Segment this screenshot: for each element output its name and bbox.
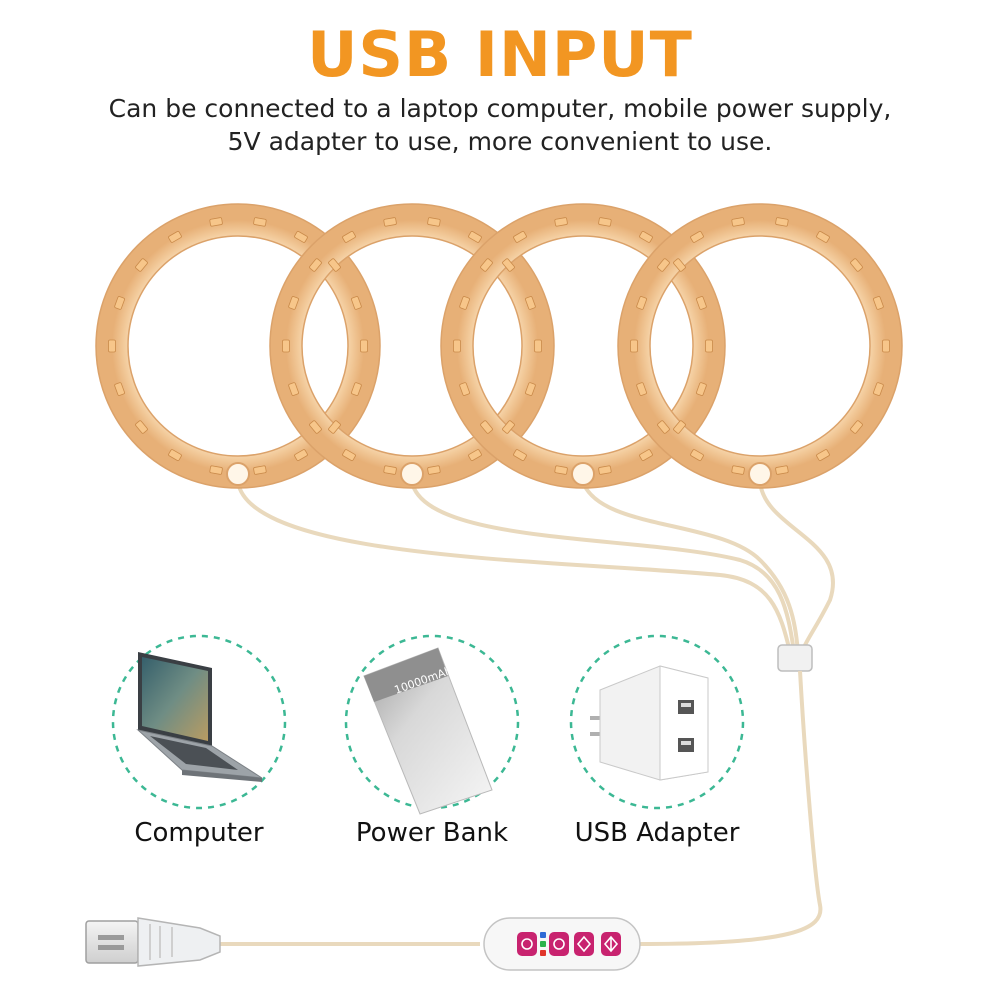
- power-icon: [521, 938, 533, 950]
- controller: [483, 917, 641, 971]
- indicator-red: [540, 950, 546, 956]
- led-chip: [282, 339, 290, 353]
- led-chip: [597, 217, 612, 227]
- wire-ring-4: [758, 480, 835, 654]
- led-chip: [731, 217, 746, 227]
- wire-ring-2: [410, 480, 796, 654]
- laptop-icon: [136, 652, 263, 782]
- led-chip: [554, 465, 569, 475]
- mode-icon: [576, 935, 592, 953]
- power-bank-icon: 10000mAh: [363, 647, 493, 815]
- ring-mount-hole: [748, 462, 772, 486]
- description-line-1: Can be connected to a laptop computer, m…: [108, 94, 892, 123]
- led-chip: [252, 465, 267, 475]
- description: Can be connected to a laptop computer, m…: [0, 92, 1000, 158]
- wire-ring-1: [236, 480, 792, 654]
- led-chip: [554, 217, 569, 227]
- indicator-green: [540, 941, 546, 947]
- led-chip: [630, 339, 638, 353]
- led-chip: [209, 217, 224, 227]
- led-chip: [774, 217, 789, 227]
- led-chip: [383, 217, 398, 227]
- usb-adapter-icon: [590, 665, 709, 781]
- led-chip: [383, 465, 398, 475]
- device-label-computer: Computer: [134, 818, 264, 848]
- led-chip: [774, 465, 789, 475]
- device-label-power-bank: Power Bank: [355, 818, 509, 848]
- wire-splitter: [777, 644, 813, 672]
- indicator-blue: [540, 932, 546, 938]
- usb-plug-icon: [85, 917, 221, 967]
- ring-wires: [236, 480, 835, 654]
- led-chip: [597, 465, 612, 475]
- timer-icon: [553, 938, 565, 950]
- led-chip: [108, 339, 116, 353]
- main-cable: [210, 670, 823, 947]
- led-chip: [731, 465, 746, 475]
- led-chip: [534, 339, 542, 353]
- led-chip: [426, 217, 441, 227]
- brightness-icon: [603, 935, 619, 953]
- led-chip: [426, 465, 441, 475]
- led-chip: [882, 339, 890, 353]
- light-ring-4: [617, 203, 903, 489]
- ring-mount-hole: [226, 462, 250, 486]
- led-chip: [453, 339, 461, 353]
- page-title: USB INPUT: [307, 18, 693, 91]
- ring-mount-hole: [571, 462, 595, 486]
- mode-button[interactable]: [574, 932, 594, 956]
- led-chip: [360, 339, 368, 353]
- led-chip: [252, 217, 267, 227]
- wire-ring-3: [581, 480, 800, 654]
- ring-mount-hole: [400, 462, 424, 486]
- timer-button[interactable]: [549, 932, 569, 956]
- description-line-2: 5V adapter to use, more convenient to us…: [227, 127, 773, 156]
- led-chip: [209, 465, 224, 475]
- device-label-usb-adapter: USB Adapter: [574, 818, 740, 848]
- led-chip: [705, 339, 713, 353]
- power-button[interactable]: [517, 932, 537, 956]
